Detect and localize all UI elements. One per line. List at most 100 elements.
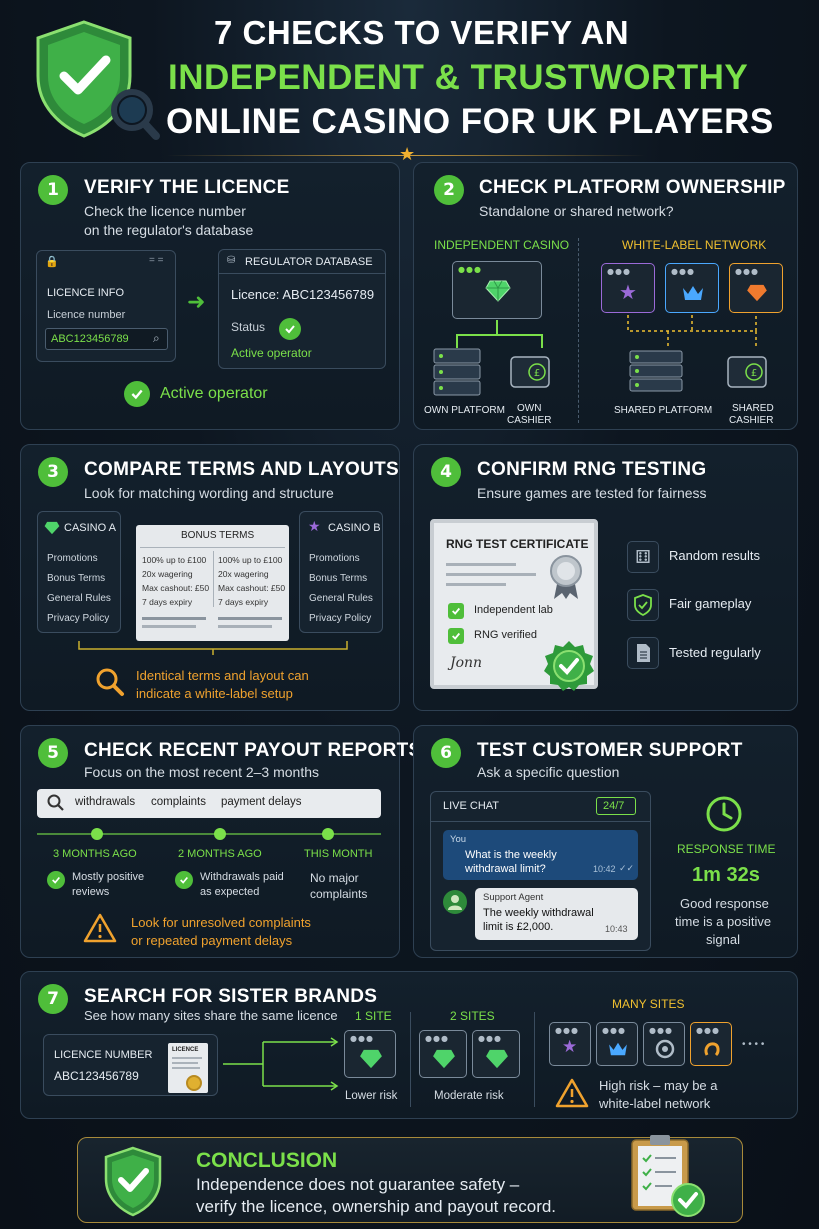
period-note: No major bbox=[310, 871, 359, 885]
section-subtitle: Focus on the most recent 2–3 months bbox=[84, 764, 320, 780]
header-line-1: 7 CHECKS TO VERIFY AN bbox=[214, 14, 630, 51]
own-platform-label: OWN PLATFORM bbox=[424, 405, 505, 416]
shield-check-icon bbox=[627, 589, 659, 621]
licence-info-card: 🔒 = = LICENCE INFO Licence number ABC123… bbox=[36, 250, 176, 362]
own-cashier-label-2: CASHIER bbox=[507, 415, 552, 426]
step-number-7: 7 bbox=[38, 984, 68, 1014]
response-note: time is a positive bbox=[675, 914, 772, 929]
conclusion-line-2: verify the licence, ownership and payout… bbox=[196, 1197, 557, 1216]
timeline-dot bbox=[91, 828, 103, 840]
shield-check-magnifier-icon bbox=[36, 20, 160, 140]
branch-arrows bbox=[223, 1037, 339, 1091]
licence-number-label: Licence number bbox=[47, 309, 126, 321]
section-sister-brands: 7 SEARCH FOR SISTER BRANDS See how many … bbox=[20, 971, 798, 1119]
white-label-note-2: indicate a white-label setup bbox=[136, 686, 293, 701]
verified-badge-icon bbox=[544, 641, 594, 691]
search-icon: ⌕ bbox=[153, 331, 160, 345]
gem-icon bbox=[360, 1049, 382, 1069]
gem-icon bbox=[747, 284, 767, 302]
warning-icon bbox=[555, 1078, 589, 1108]
star-icon: ★ bbox=[619, 282, 637, 304]
section-payout-reports: 5 CHECK RECENT PAYOUT REPORTS Focus on t… bbox=[20, 725, 421, 958]
cert-item: Independent lab bbox=[474, 604, 553, 616]
response-time-label: RESPONSE TIME bbox=[677, 842, 776, 856]
horseshoe-icon bbox=[704, 1042, 720, 1057]
many-sites-label: MANY SITES bbox=[612, 997, 685, 1011]
checkbox-checked-icon bbox=[448, 603, 464, 619]
section-title: COMPARE TERMS AND LAYOUTS bbox=[84, 459, 400, 480]
divider bbox=[578, 238, 579, 423]
search-bar[interactable]: withdrawals complaints payment delays bbox=[37, 789, 381, 818]
agent-message-time: 10:43 bbox=[605, 924, 628, 934]
licence-number-value: ABC123456789 bbox=[51, 333, 129, 345]
magnifier-icon bbox=[96, 668, 124, 696]
menu-item: Privacy Policy bbox=[309, 613, 372, 624]
payout-warning-1: Look for unresolved complaints bbox=[131, 915, 311, 930]
high-risk-note-1: High risk – may be a bbox=[599, 1078, 718, 1093]
licence-number-card: LICENCE NUMBER ABC123456789 LICENCE bbox=[43, 1034, 218, 1096]
bonus-terms-title: BONUS TERMS bbox=[181, 530, 255, 541]
server-icon bbox=[629, 350, 683, 392]
svg-text:£: £ bbox=[534, 368, 540, 379]
section-platform-ownership: 2 CHECK PLATFORM OWNERSHIP Standalone or… bbox=[413, 162, 798, 430]
shield-check-icon bbox=[104, 1146, 162, 1217]
independent-casino-label: INDEPENDENT CASINO bbox=[434, 238, 570, 252]
live-chat-window: LIVE CHAT 24/7 You What is the weekly wi… bbox=[430, 791, 651, 951]
licence-number-label: LICENCE NUMBER bbox=[54, 1049, 153, 1061]
feature-label: Tested regularly bbox=[669, 645, 761, 660]
timeline bbox=[37, 833, 381, 835]
term-left: 100% up to £100 bbox=[142, 555, 207, 565]
check-circle-icon bbox=[124, 381, 150, 407]
lock-icon: 🔒 bbox=[45, 256, 59, 268]
menu-item: General Rules bbox=[47, 593, 111, 604]
white-label-site-blue: ●●● bbox=[665, 263, 719, 313]
white-label-site-purple: ●●● ★ bbox=[601, 263, 655, 313]
section-title: CHECK PLATFORM OWNERSHIP bbox=[479, 177, 786, 198]
crown-icon bbox=[683, 286, 703, 300]
payout-warning-2: or repeated payment delays bbox=[131, 933, 293, 948]
gem-icon bbox=[485, 280, 511, 302]
term-right: Max cashout: £50 bbox=[218, 583, 286, 593]
network-site: ●●● bbox=[690, 1022, 732, 1066]
term-left: 7 days expiry bbox=[142, 597, 193, 607]
availability-badge: 24/7 bbox=[596, 797, 636, 815]
active-operator-result: Active operator bbox=[160, 385, 268, 402]
menu-item: Promotions bbox=[47, 553, 98, 564]
timeline-dot bbox=[214, 828, 226, 840]
database-icon: ⛁ bbox=[227, 255, 236, 266]
menu-item: Privacy Policy bbox=[47, 613, 110, 624]
section-customer-support: 6 TEST CUSTOMER SUPPORT Ask a specific q… bbox=[413, 725, 798, 958]
seal-icon bbox=[550, 555, 582, 599]
licence-number-input[interactable]: ABC123456789 ⌕ bbox=[45, 328, 168, 350]
star-icon: ★ bbox=[308, 518, 321, 534]
menu-item: General Rules bbox=[309, 593, 373, 604]
user-message-line: withdrawal limit? bbox=[465, 863, 546, 875]
section-subtitle: Ensure games are tested for fairness bbox=[477, 485, 707, 501]
white-label-note-1: Identical terms and layout can bbox=[136, 668, 309, 683]
section-subtitle: Ask a specific question bbox=[477, 764, 620, 780]
period-note: complaints bbox=[310, 887, 368, 901]
section-verify-licence: 1 VERIFY THE LICENCE Check the licence n… bbox=[20, 162, 400, 430]
star-icon: ★ bbox=[399, 144, 416, 164]
licence-number-value: ABC123456789 bbox=[54, 1069, 139, 1083]
single-site: ●●● bbox=[344, 1030, 396, 1078]
more-sites-ellipsis: • • • • bbox=[742, 1039, 765, 1050]
independent-casino-site: ●●● bbox=[452, 261, 542, 319]
agent-avatar bbox=[443, 890, 467, 914]
period-heading: 3 MONTHS AGO bbox=[53, 848, 137, 860]
header-line-2: INDEPENDENT & TRUSTWORTHY bbox=[168, 58, 749, 97]
shared-platform-label: SHARED PLATFORM bbox=[614, 405, 713, 416]
user-message-line: What is the weekly bbox=[465, 849, 557, 861]
rng-certificate-title: RNG TEST CERTIFICATE bbox=[446, 537, 589, 551]
feature-label: Random results bbox=[669, 548, 761, 563]
search-term: complaints bbox=[151, 796, 206, 808]
agent-label: Support Agent bbox=[483, 892, 544, 903]
section-subtitle-2: on the regulator's database bbox=[84, 222, 254, 238]
agent-message-bubble: Support Agent The weekly withdrawal limi… bbox=[475, 888, 638, 940]
svg-text:£: £ bbox=[751, 368, 757, 379]
check-circle-icon bbox=[47, 871, 65, 889]
section-title: CONFIRM RNG TESTING bbox=[477, 459, 707, 480]
window-controls-icon: = = bbox=[149, 255, 164, 266]
arrow-right-icon: ➜ bbox=[187, 289, 206, 314]
search-term: withdrawals bbox=[75, 796, 136, 808]
